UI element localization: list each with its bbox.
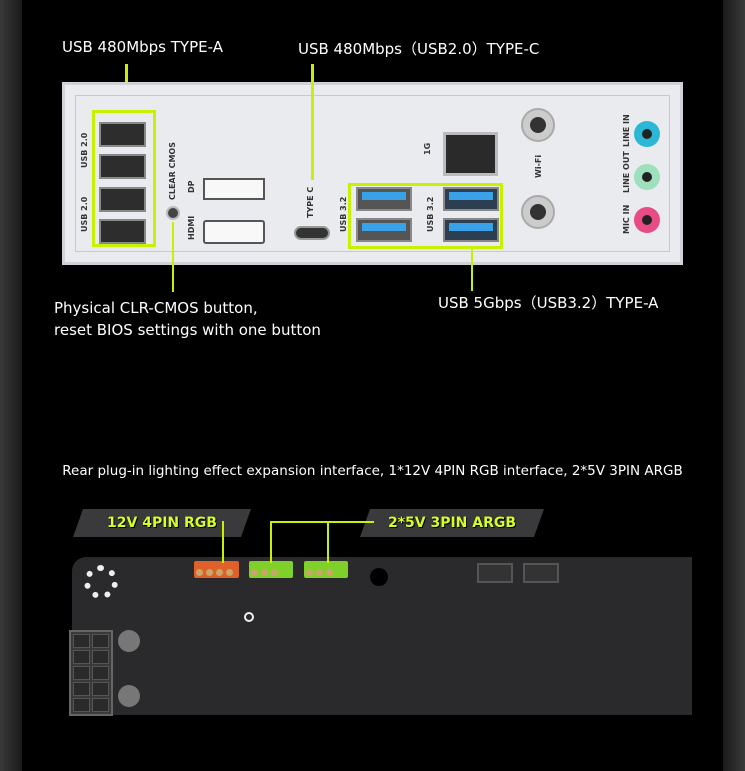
line-out-jack — [634, 164, 660, 190]
usb-type-c-port — [294, 226, 330, 240]
usb3-highlight-box — [348, 183, 503, 249]
wifi-antenna-connector — [521, 195, 555, 229]
usb2-port — [99, 219, 146, 244]
callout-usb3-type-a: USB 5Gbps（USB3.2）TYPE-A — [438, 294, 659, 312]
callout-usb2-type-c: USB 480Mbps（USB2.0）TYPE-C — [298, 40, 540, 58]
mount-hole — [244, 612, 254, 622]
argb-5v-header[interactable] — [304, 561, 348, 578]
label-usb32: USB 3.2 — [339, 196, 348, 232]
argb-5v-header[interactable] — [249, 561, 293, 578]
caption: Rear plug-in lighting effect expansion i… — [62, 463, 683, 479]
fan-header — [477, 563, 513, 583]
label-line-out: LINE OUT — [622, 151, 631, 193]
label-wifi: Wi-Fi — [534, 154, 543, 178]
ethernet-port — [443, 132, 498, 176]
label-hdmi: HDMI — [187, 215, 196, 240]
label-lan: 1G — [423, 142, 432, 155]
usb3-port — [356, 218, 412, 242]
usb2-port — [99, 122, 146, 147]
tag-5v-3pin-argb: 2*5V 3PIN ARGB — [360, 509, 544, 537]
tag-12v-4pin-rgb: 12V 4PIN RGB — [73, 509, 251, 537]
usb3-port — [356, 187, 412, 211]
callout-line — [311, 64, 314, 180]
usb2-port — [99, 187, 146, 212]
power-connector — [69, 630, 113, 716]
usb3-port — [443, 187, 499, 211]
hdmi-port — [203, 220, 265, 244]
mic-in-jack — [634, 207, 660, 233]
displayport — [203, 178, 265, 200]
label-usb20: USB 2.0 — [80, 132, 89, 168]
label-usb20: USB 2.0 — [80, 196, 89, 232]
label-type-c: TYPE C — [306, 186, 315, 218]
capacitor — [118, 630, 140, 652]
label-line-in: LINE IN — [622, 114, 631, 147]
callout-clr-cmos-line2: reset BIOS settings with one button — [54, 321, 321, 339]
wifi-antenna-connector — [521, 108, 555, 142]
fan-logo-icon — [84, 565, 118, 599]
label-dp: DP — [187, 180, 196, 193]
label-usb32: USB 3.2 — [426, 196, 435, 232]
callout-line — [270, 521, 272, 563]
mount-hole — [370, 568, 388, 586]
rgb-12v-header[interactable] — [194, 561, 239, 578]
label-mic-in: MIC IN — [622, 204, 631, 234]
label-clear-cmos: CLEAR CMOS — [168, 142, 177, 200]
callout-usb2-type-a: USB 480Mbps TYPE-A — [62, 38, 223, 56]
callout-clr-cmos-line1: Physical CLR-CMOS button, — [54, 299, 258, 317]
callout-line — [222, 521, 224, 563]
callout-line — [172, 222, 174, 292]
usb2-highlight-box — [92, 110, 156, 247]
usb2-port — [99, 154, 146, 179]
callout-line — [471, 249, 473, 291]
callout-line — [327, 521, 329, 563]
line-in-jack — [634, 121, 660, 147]
fan-header — [523, 563, 559, 583]
capacitor — [118, 685, 140, 707]
frame-left — [0, 0, 22, 771]
callout-line — [270, 521, 374, 523]
frame-right — [723, 0, 745, 771]
usb3-port — [443, 218, 499, 242]
clear-cmos-button[interactable] — [166, 206, 180, 220]
